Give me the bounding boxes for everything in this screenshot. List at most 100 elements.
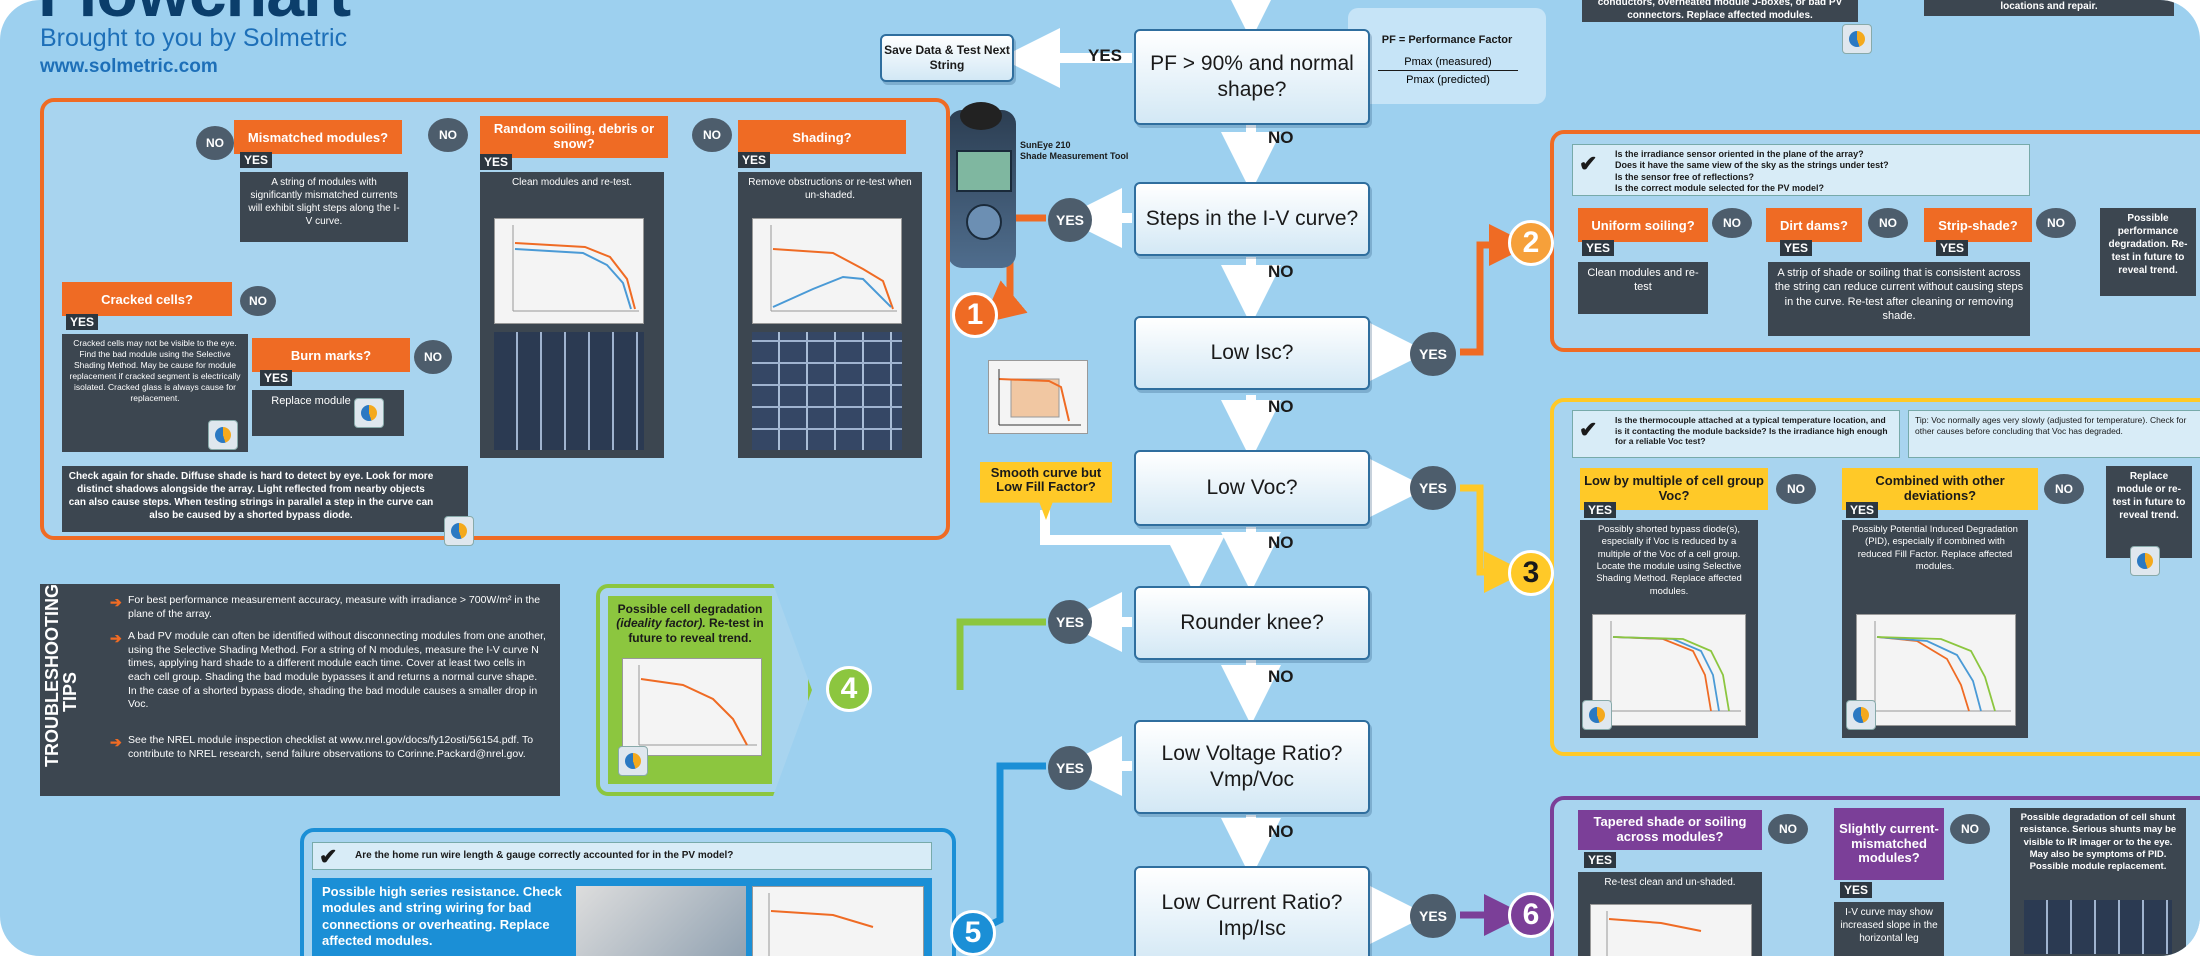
s1-soiling-curve <box>512 225 639 312</box>
s1-cracked-question[interactable]: Cracked cells? <box>62 282 232 316</box>
no-label-3: NO <box>1268 397 1294 416</box>
s3-checklist: Is the thermocouple attached at a typica… <box>1615 415 1888 447</box>
s5-check-icon: ✔ <box>319 844 338 869</box>
section4-number: 4 <box>826 666 872 712</box>
s2-uniform-question[interactable]: Uniform soiling? <box>1578 208 1708 242</box>
s4-curve <box>638 665 757 746</box>
s3-lowby-refresh-icon <box>1582 700 1612 730</box>
s1-burn-question[interactable]: Burn marks? <box>252 338 410 372</box>
section3-number: 3 <box>1508 550 1554 596</box>
section5-number: 5 <box>950 910 996 956</box>
s1-final-answer: Check again for shade. Diffuse shade is … <box>62 466 468 532</box>
section4-inner: Possible cell degradation (ideality fact… <box>608 596 772 784</box>
pf-definition-box: PF = Performance Factor Pmax (measured) … <box>1348 8 1546 104</box>
s3-lowby-curves <box>1610 621 1741 712</box>
s2-check-4: Is the correct module selected for the P… <box>1615 182 1825 193</box>
s1-shading-answer: Remove obstructions or re-test when un-s… <box>748 177 912 201</box>
s6-tapered-chart <box>1590 904 1752 956</box>
s3-combined-chart <box>1856 614 2016 726</box>
fill-factor-iv-diagram <box>988 360 1088 434</box>
no-label-4: NO <box>1268 533 1294 552</box>
s2-check-icon: ✔ <box>1579 151 1598 176</box>
s1-soiling-answer: Clean modules and re-test. <box>511 177 633 188</box>
s1-final-refresh-icon <box>444 516 474 546</box>
s5-wiring-photo <box>576 886 746 956</box>
s6-tapered-curve <box>1606 911 1702 956</box>
device-caption: Shade Measurement Tool <box>1020 151 1129 162</box>
no-label-1: NO <box>1268 128 1294 147</box>
s1-no-1: NO <box>692 118 732 152</box>
s5-curve <box>768 893 874 956</box>
s2-strip-question[interactable]: Strip-shade? <box>1924 208 2032 242</box>
section2-number: 2 <box>1508 220 1554 266</box>
s2-no-2: NO <box>1868 208 1908 238</box>
s2-uniform-yes: YES <box>1582 240 1615 256</box>
s1-cracked-refresh-icon <box>208 420 238 450</box>
s3-combined-curves <box>1874 621 2011 712</box>
s6-final-answer: Possible degradation of cell shunt resis… <box>2019 812 2177 873</box>
s3-combined-question[interactable]: Combined with other deviations? <box>1842 468 2038 510</box>
s2-no-1: NO <box>1712 208 1752 238</box>
s6-no-1: NO <box>1768 814 1808 844</box>
page-subtitle: Brought to you by Solmetric <box>40 24 348 52</box>
s1-soiling-question[interactable]: Random soiling, debris or snow? <box>480 116 668 158</box>
s3-tip-box: Tip: Voc normally ages very slowly (adju… <box>1908 410 2200 458</box>
s6-slightly-yes: YES <box>1840 882 1873 898</box>
q-pf-normal[interactable]: PF > 90% and normal shape? <box>1134 29 1370 125</box>
s3-combined-answer: Possibly Potential Induced Degradation (… <box>1852 524 2018 573</box>
s1-no-5: NO <box>414 340 452 374</box>
smooth-curve-callout[interactable]: Smooth curve but Low Fill Factor? <box>980 462 1112 520</box>
s1-no-4: NO <box>240 286 276 316</box>
s1-soiling-yes: YES <box>480 154 513 170</box>
tip-3: See the NREL module inspection checklist… <box>128 734 534 760</box>
s2-checklist: Is the irradiance sensor oriented in the… <box>1615 149 2025 194</box>
s3-checklist-box: ✔ Is the thermocouple attached at a typi… <box>1572 410 1900 458</box>
pf-numerator: Pmax (measured) <box>1378 56 1518 71</box>
s6-slightly-answer: I-V curve may show increased slope in th… <box>1834 902 1944 956</box>
s5-chart <box>752 886 924 956</box>
s4-text: Re-test in future to reveal trend. <box>628 616 764 645</box>
q-rounder-knee[interactable]: Rounder knee? <box>1134 586 1370 660</box>
s3-no-1: NO <box>1776 474 1816 504</box>
s1-mismatch-question[interactable]: Mismatched modules? <box>234 120 402 154</box>
s1-no-2: NO <box>428 118 468 152</box>
s5-checklist: Are the home run wire length & gauge cor… <box>355 850 734 861</box>
s5-text: Possible high series resistance. Check m… <box>322 884 562 948</box>
s6-slightly-question[interactable]: Slightly current-mismatched modules? <box>1834 808 1944 880</box>
pf-denominator: Pmax (predicted) <box>1406 74 1490 86</box>
s5-content: Possible high series resistance. Check m… <box>312 878 932 956</box>
q-low-voc[interactable]: Low Voc? <box>1134 450 1370 526</box>
q-current-ratio[interactable]: Low Current Ratio? Imp/Isc <box>1134 866 1370 956</box>
tip-bullet-3-icon: ➔ <box>110 734 122 750</box>
s2-strip-yes: YES <box>1936 240 1969 256</box>
save-data-box[interactable]: Save Data & Test Next String <box>880 34 1014 82</box>
s3-lowby-yes: YES <box>1584 502 1617 518</box>
s4-ideality: (ideality factor). <box>616 616 706 631</box>
s2-check-3: Is the sensor free of reflections? <box>1615 171 1755 182</box>
s4-text-block: Possible cell degradation (ideality fact… <box>612 602 768 645</box>
s1-shading-yes: YES <box>738 152 771 168</box>
s1-shading-question[interactable]: Shading? <box>738 120 906 154</box>
s6-tapered-question[interactable]: Tapered shade or soiling across modules? <box>1578 810 1762 850</box>
s2-check-1: Is the irradiance sensor oriented in the… <box>1615 149 1864 159</box>
s2-no-3: NO <box>2036 208 2076 238</box>
s2-dirt-question[interactable]: Dirt dams? <box>1766 208 1862 242</box>
s3-final-refresh-icon <box>2130 546 2160 576</box>
q-voltage-ratio[interactable]: Low Voltage Ratio? Vmp/Voc <box>1134 720 1370 814</box>
no-label-6: NO <box>1268 822 1294 841</box>
website-link[interactable]: www.solmetric.com <box>40 56 218 77</box>
q-steps[interactable]: Steps in the I-V curve? <box>1134 182 1370 256</box>
s6-tapered-yes: YES <box>1584 852 1617 868</box>
s2-check-2: Does it have the same view of the sky as… <box>1615 160 1889 171</box>
section6-number: 6 <box>1508 892 1554 938</box>
yes-pill-isc: YES <box>1410 332 1456 376</box>
suneye-device-icon <box>948 102 1016 268</box>
device-name: SunEye 210 <box>1020 140 1071 150</box>
s2-dirt-answer: A strip of shade or soiling that is cons… <box>1768 262 2030 336</box>
s1-cracked-yes: YES <box>66 314 99 330</box>
q-low-isc[interactable]: Low Isc? <box>1134 316 1370 390</box>
tip-bullet-2-icon: ➔ <box>110 630 122 646</box>
s1-mismatch-yes: YES <box>240 152 273 168</box>
